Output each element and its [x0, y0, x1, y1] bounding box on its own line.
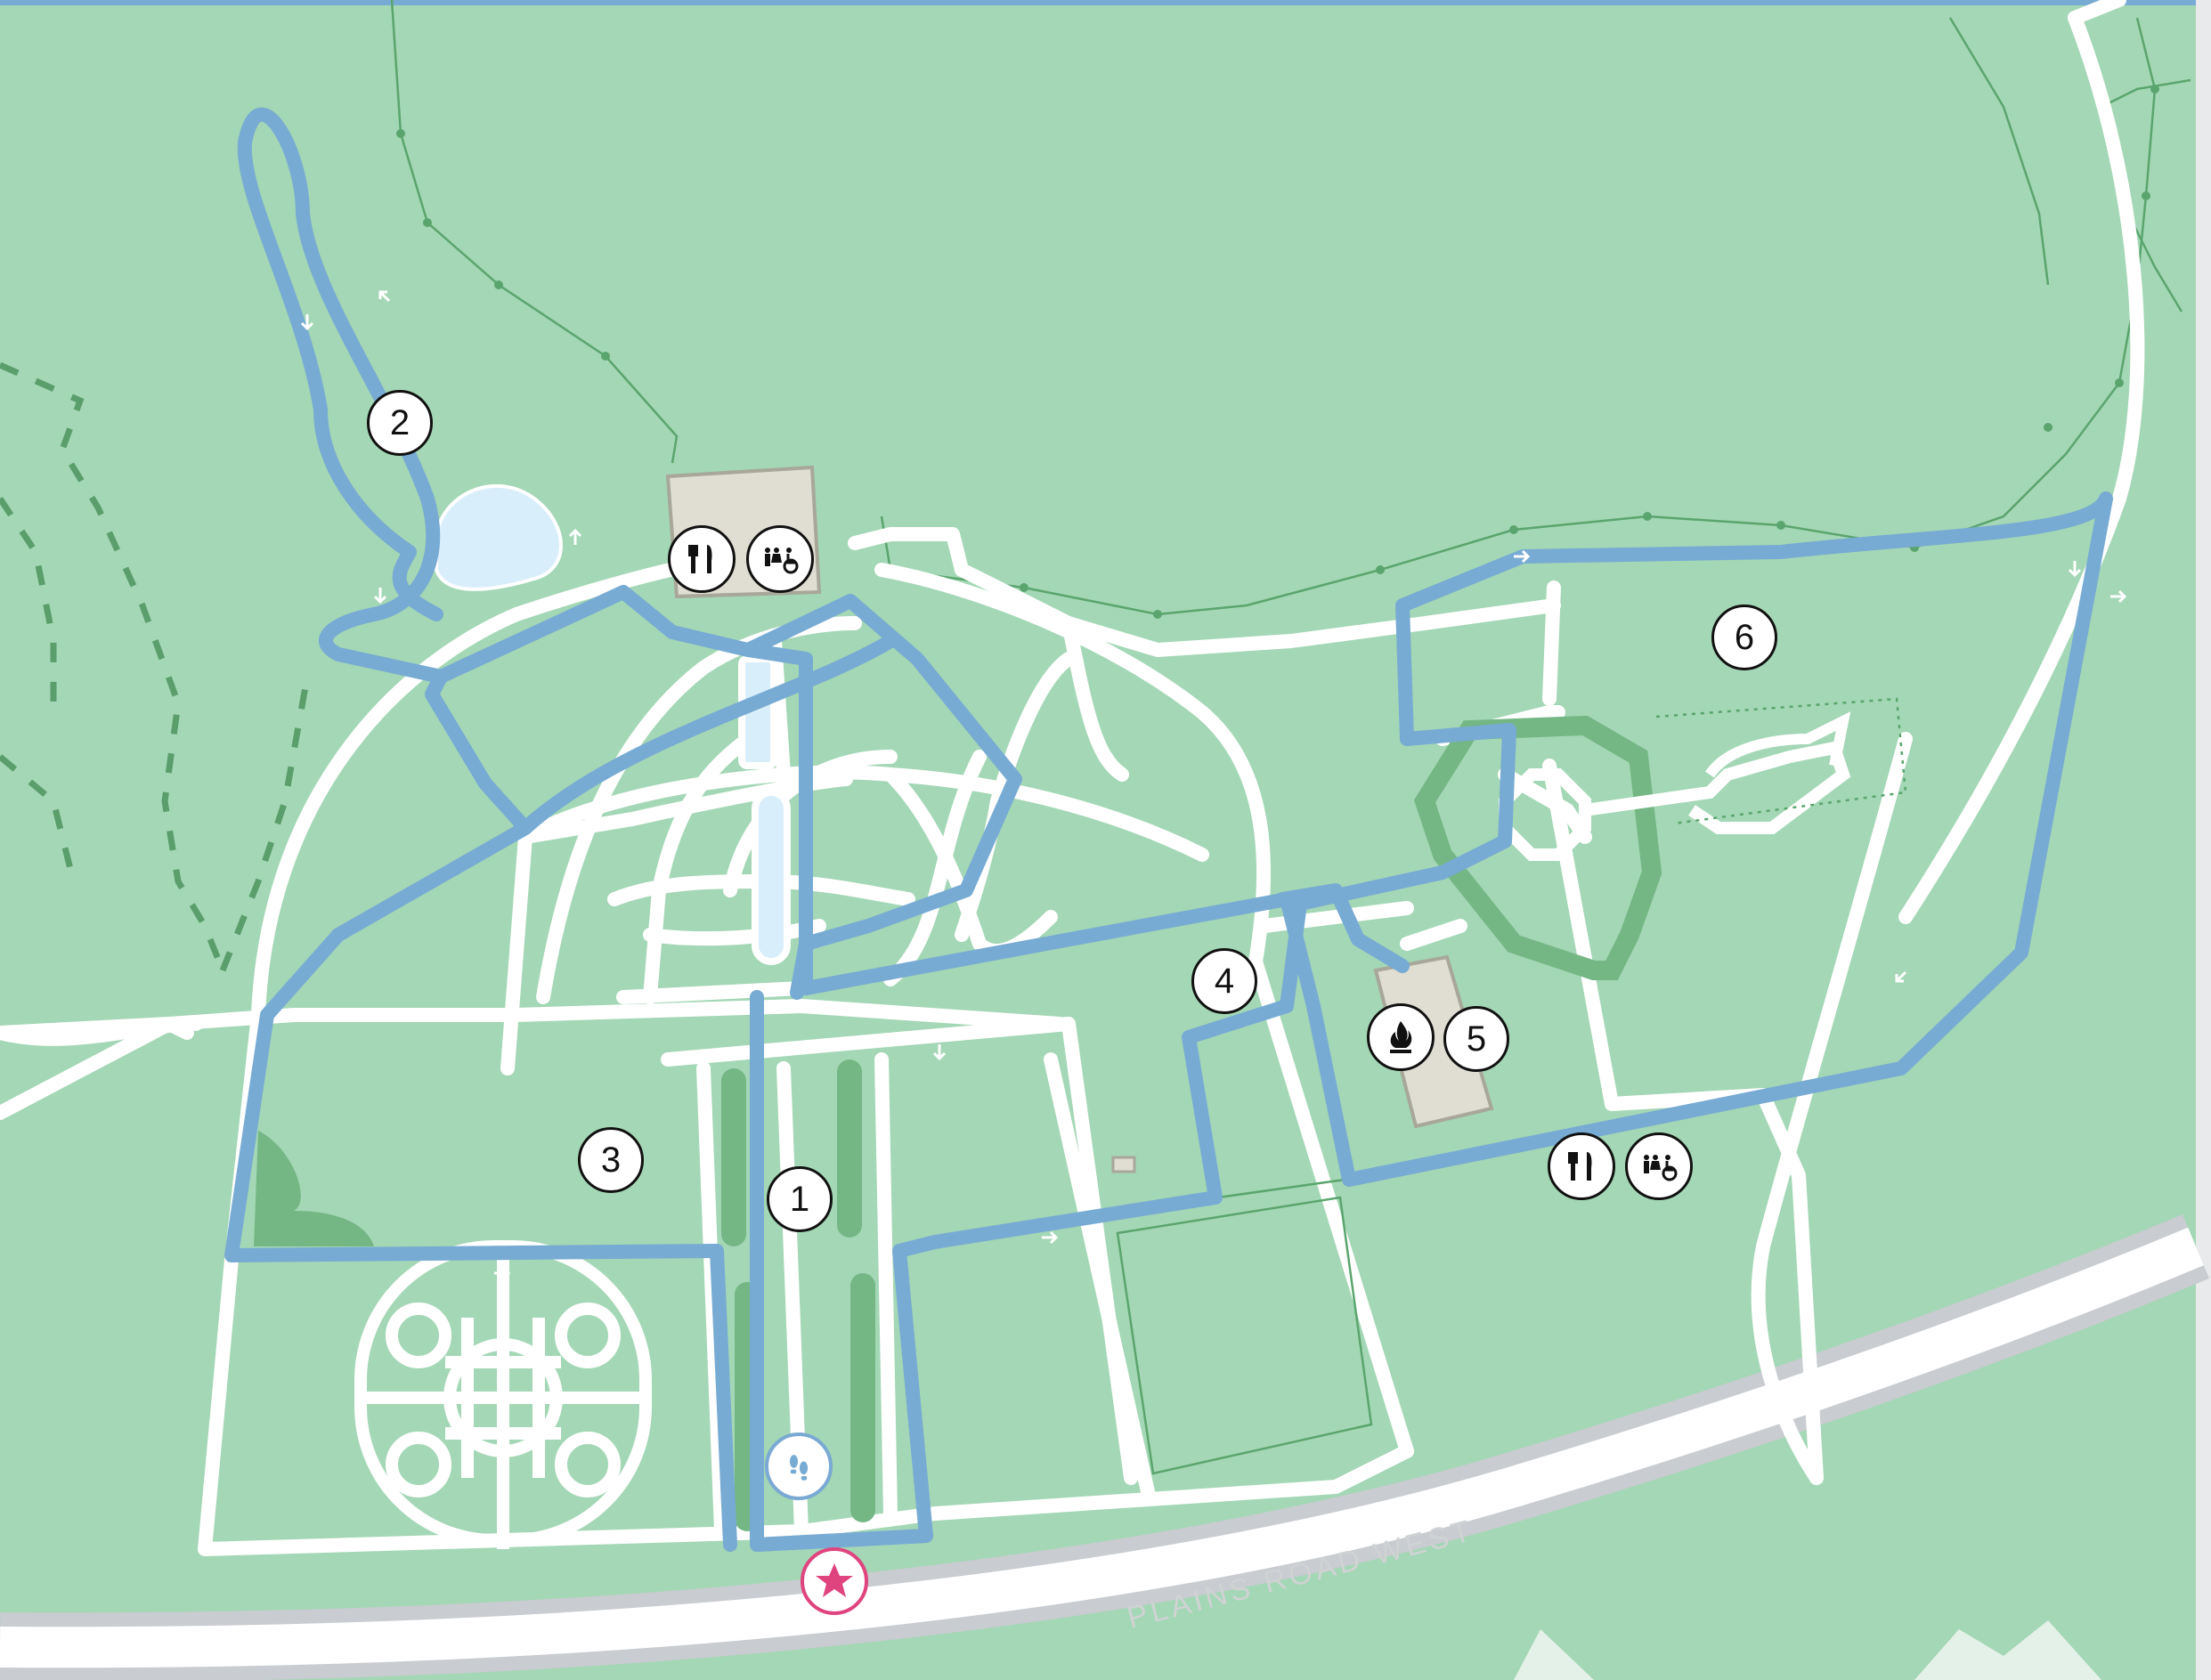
stop-2-badge[interactable]: 2: [367, 390, 433, 456]
start-star-icon[interactable]: [801, 1547, 868, 1615]
stop-3-badge[interactable]: 3: [578, 1127, 644, 1193]
pond: [435, 483, 563, 591]
restaurant-icon[interactable]: [668, 525, 736, 593]
dashed-trail: [0, 361, 311, 972]
fence-posts: [396, 85, 2159, 619]
stop-1-badge[interactable]: 1: [767, 1166, 833, 1232]
stop-4-badge[interactable]: 4: [1191, 948, 1257, 1014]
plains-road-west: [0, 1213, 2209, 1680]
accessible-washroom-icon-2[interactable]: [1625, 1132, 1693, 1200]
campfire-icon[interactable]: [1367, 1003, 1435, 1071]
stop-6-badge[interactable]: 6: [1711, 605, 1777, 670]
octagon-garden: [1413, 697, 1907, 980]
walking-route: [224, 107, 2113, 1552]
stop-5-badge[interactable]: 5: [1443, 1006, 1509, 1072]
walking-trail-start-icon[interactable]: [765, 1432, 833, 1500]
accessible-washroom-icon[interactable]: [746, 525, 814, 593]
map-edge: [2196, 0, 2211, 1680]
hedges: [254, 1059, 875, 1531]
water-channel: [738, 655, 791, 965]
restaurant-icon-2[interactable]: [1548, 1132, 1615, 1200]
route-arrows: [300, 290, 2127, 1280]
